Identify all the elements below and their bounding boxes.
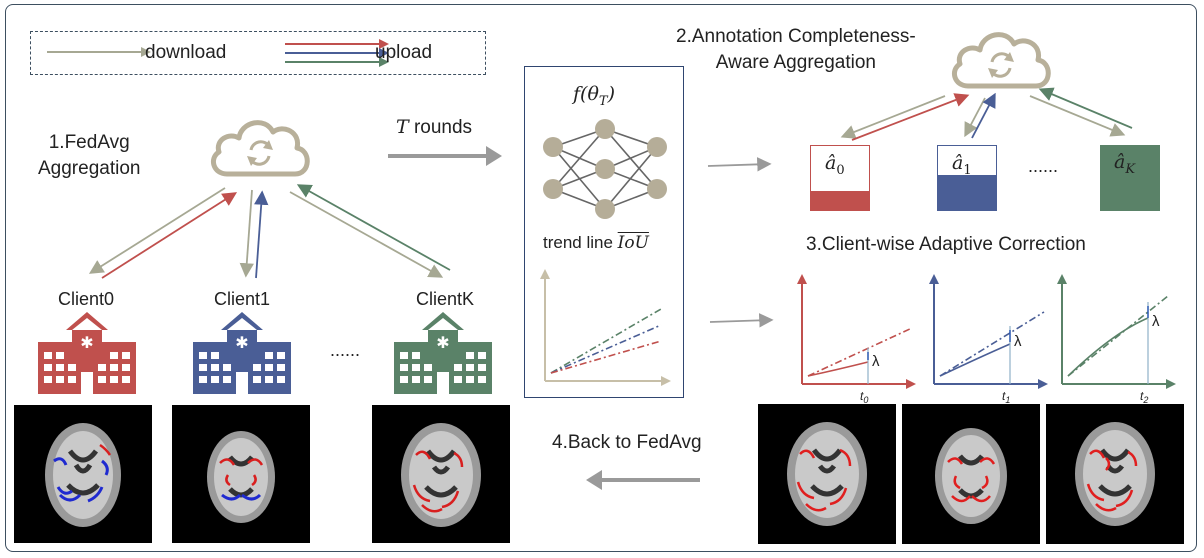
arrow-download-client0 xyxy=(88,187,226,274)
legend-download-label: download xyxy=(145,42,227,63)
global-model-box: f(θT) trend line IoU xyxy=(524,66,684,398)
hospital-icon-clientK: ✱ xyxy=(394,312,492,394)
step1-line2: Aggregation xyxy=(38,158,141,179)
annotation-ellipsis: ...... xyxy=(1028,156,1059,176)
mri-image-client1 xyxy=(172,405,310,543)
func-label: f(θ xyxy=(573,83,599,105)
arrow-download-client1 xyxy=(239,189,254,278)
mri-image-client0 xyxy=(14,405,152,543)
arrow-download-clientK xyxy=(289,191,444,278)
rounds-var: T xyxy=(396,116,409,138)
aK-symbol: â xyxy=(1114,151,1126,173)
agg-upload-a0 xyxy=(851,93,970,141)
rounds-label: T rounds xyxy=(396,116,472,139)
annotation-label-a0: â0 xyxy=(825,152,845,178)
cloud-icon-aggregation xyxy=(951,32,1051,89)
t-client1: t1 xyxy=(1002,389,1010,404)
annotation-label-a1: â1 xyxy=(952,152,972,178)
svg-text:✱: ✱ xyxy=(235,335,248,352)
mri-image-corrected-clientK xyxy=(1046,404,1184,544)
step1-line1: 1.FedAvg xyxy=(48,132,130,153)
correction-plot-clientK: λ t2 xyxy=(1057,274,1176,404)
a1-symbol: â xyxy=(952,152,964,174)
clientK-label: ClientK xyxy=(416,289,475,309)
mri-image-clientK xyxy=(372,405,510,543)
global-model-function: f(θT) xyxy=(573,83,615,109)
hospital-icon-client0: ✱ xyxy=(38,312,136,394)
svg-text:✱: ✱ xyxy=(436,335,449,352)
trend-line-label: trend line IoU xyxy=(543,233,649,253)
to-correction-arrow xyxy=(709,313,774,328)
step3-label: 3.Client-wise Adaptive Correction xyxy=(806,234,1086,255)
legend: download upload xyxy=(30,31,486,75)
a0-sub: 0 xyxy=(836,162,845,178)
cloud-icon xyxy=(210,120,310,177)
step2-line2: Aware Aggregation xyxy=(715,52,876,73)
mri-image-corrected-client0 xyxy=(758,404,896,544)
arrow-upload-client0 xyxy=(101,192,238,279)
agg-upload-a1 xyxy=(971,92,996,139)
lambda-client1: λ xyxy=(1014,333,1022,350)
rounds-text: rounds xyxy=(408,117,473,138)
annotation-label-aK: âK xyxy=(1114,151,1135,177)
clients-ellipsis: ...... xyxy=(330,340,361,360)
legend-download-arrow xyxy=(47,47,151,57)
t-clientK: t2 xyxy=(1140,389,1148,404)
legend-upload-arrows xyxy=(285,39,389,67)
trend-line-plot xyxy=(540,269,671,386)
legend-upload-label: upload xyxy=(375,42,433,63)
client0-label: Client0 xyxy=(58,289,115,309)
to-aggregation-arrow xyxy=(707,157,772,172)
trend-text: trend line xyxy=(543,233,618,252)
t-client0: t0 xyxy=(860,389,868,404)
aK-sub: K xyxy=(1125,161,1136,177)
svg-text:✱: ✱ xyxy=(80,335,93,352)
step4-label: 4.Back to FedAvg xyxy=(552,432,702,453)
step2-label: 2.Annotation Completeness- Aware Aggrega… xyxy=(676,24,916,76)
annotation-box-aK: âK xyxy=(1100,145,1160,211)
func-close: ) xyxy=(607,83,615,105)
annotation-box-a1: â1 xyxy=(937,145,997,211)
step1-label: 1.FedAvg Aggregation xyxy=(38,130,140,182)
neural-network-icon xyxy=(543,119,667,219)
annotation-fill-a0 xyxy=(811,191,869,210)
annotation-fill-a1 xyxy=(938,175,996,210)
a1-sub: 1 xyxy=(963,162,972,178)
a0-symbol: â xyxy=(825,152,837,174)
func-sub: T xyxy=(598,93,608,109)
iou-text: IoU xyxy=(617,233,649,253)
lambda-clientK: λ xyxy=(1152,313,1160,330)
agg-download-a0 xyxy=(840,95,946,139)
client1-label: Client1 xyxy=(214,289,271,309)
step2-line1: 2.Annotation Completeness- xyxy=(676,26,916,47)
arrow-upload-clientK xyxy=(296,184,451,271)
agg-upload-aK xyxy=(1038,87,1133,129)
arrow-upload-client1 xyxy=(254,190,269,279)
agg-download-aK xyxy=(1029,95,1126,137)
diagram-frame xyxy=(5,4,1197,552)
hospital-icon-client1: ✱ xyxy=(193,312,291,394)
agg-download-a1 xyxy=(964,97,986,138)
correction-plot-client0: λ t0 xyxy=(797,274,916,404)
mri-image-corrected-client1 xyxy=(902,404,1040,544)
lambda-client0: λ xyxy=(872,353,880,370)
correction-plot-client1: λ t1 xyxy=(929,274,1048,404)
annotation-box-a0: â0 xyxy=(810,145,870,211)
